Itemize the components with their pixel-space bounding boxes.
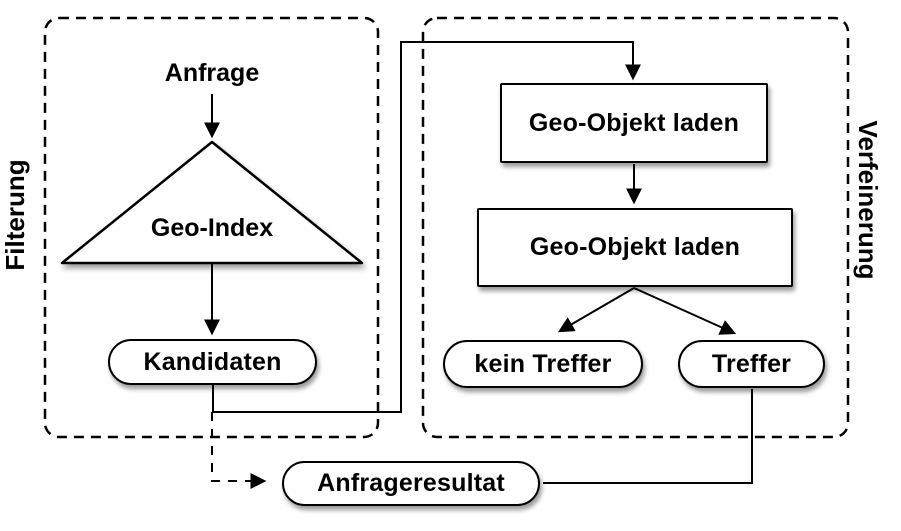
verfeinerung-panel-label: Verfeinerung [853, 120, 884, 280]
kandidaten-pill: Kandidaten [108, 339, 317, 385]
treffer-pill: Treffer [678, 340, 825, 388]
anfrageresultat-pill-label: Anfrageresultat [317, 469, 505, 497]
arrow-laden2-to-treffer [633, 287, 737, 335]
kandidaten-pill-label: Kandidaten [143, 347, 282, 376]
filterung-panel-label: Filterung [0, 159, 30, 271]
dashed-arrow-kandidaten-to-anfrageresultat [211, 412, 267, 489]
geo-objekt-laden-box-2-label: Geo-Objekt laden [529, 233, 741, 261]
geo-objekt-laden-box-1: Geo-Objekt laden [500, 83, 768, 163]
connector-kandidaten-to-laden1 [212, 41, 641, 413]
anfrageresultat-pill: Anfrageresultat [282, 461, 540, 506]
geo-index-triangle [60, 140, 364, 265]
kein-treffer-pill-label: kein Treffer [474, 349, 612, 378]
arrow-laden2-to-kein-treffer [557, 287, 635, 333]
geo-index-label: Geo-Index [150, 213, 274, 242]
anfrage-label: Anfrage [164, 58, 260, 87]
geo-objekt-laden-box-2: Geo-Objekt laden [477, 208, 793, 287]
connector-treffer-to-anfrageresultat [543, 389, 753, 484]
kein-treffer-pill: kein Treffer [443, 340, 643, 388]
geo-objekt-laden-box-1-label: Geo-Objekt laden [528, 108, 740, 137]
treffer-pill-label: Treffer [711, 349, 792, 378]
verfeinerung-panel-border [421, 16, 850, 439]
